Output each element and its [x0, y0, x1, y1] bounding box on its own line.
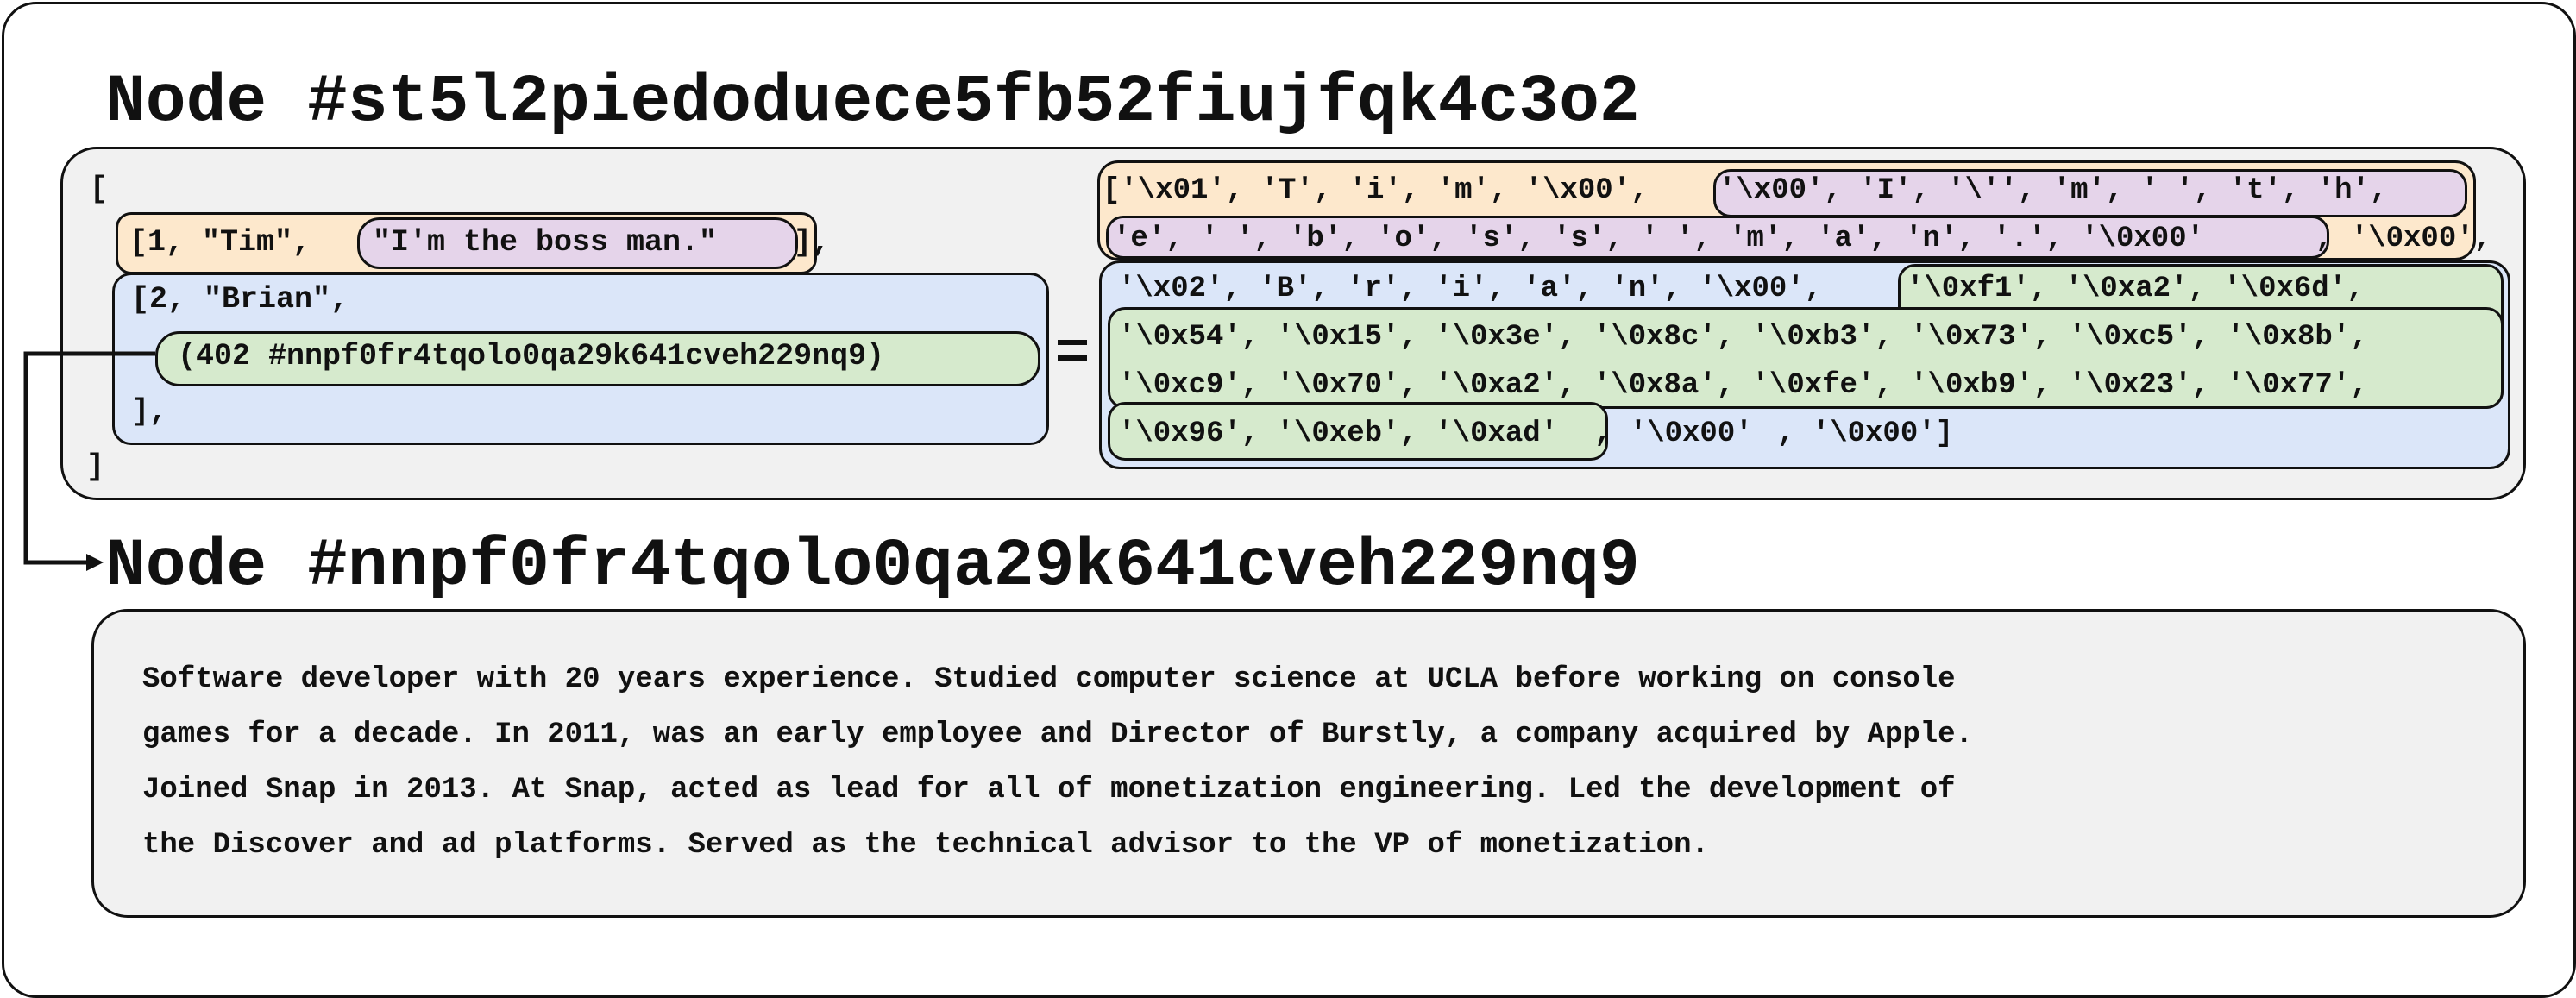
description-line: Software developer with 20 years experie…	[142, 663, 1956, 696]
list-open-bracket: [	[90, 172, 109, 206]
bytes-hash-box-bottom	[1108, 402, 1608, 461]
bytes-line1-b: '\x00', 'I', '\'', 'm', ' ', 't', 'h',	[1718, 174, 2388, 207]
row1-quote: "I'm the boss man."	[373, 225, 718, 260]
bytes-line3-a: '\x02', 'B', 'r', 'i', 'a', 'n', '\x00',	[1118, 273, 1823, 305]
bytes-line6-a: '\0x96', '\0xeb', '\0xad'	[1118, 417, 1559, 450]
bytes-line4: '\0x54', '\0x15', '\0x3e', '\0x8c', '\0x…	[1118, 321, 2368, 354]
bytes-quote-box-bottom	[1106, 216, 2329, 259]
bytes-line1-a: ['\x01', 'T', 'i', 'm', '\x00',	[1103, 174, 1649, 207]
row1-quote-box	[357, 217, 798, 269]
row1-prefix: [1, "Tim",	[129, 225, 311, 260]
description-line: the Discover and ad platforms. Served as…	[142, 829, 1709, 862]
row2-close: ],	[131, 394, 168, 429]
bytes-line6-b: , '\0x00'	[1594, 417, 1753, 450]
bytes-line5: '\0xc9', '\0x70', '\0xa2', '\0x8a', '\0x…	[1118, 369, 2368, 402]
row2-line1: [2, "Brian",	[131, 282, 349, 317]
node2-description: Software developer with 20 years experie…	[142, 652, 2515, 873]
row1-suffix: ],	[794, 225, 831, 260]
bytes-line6-c: , '\0x00']	[1777, 417, 1954, 450]
bytes-line2-a: 'e', ' ', 'b', 'o', 's', 's', ' ', 'm', …	[1113, 223, 2205, 255]
bytes-line2-b: , '\0x00',	[2315, 223, 2492, 255]
equals-sign	[1054, 335, 1090, 367]
description-line: games for a decade. In 2011, was an earl…	[142, 719, 1973, 751]
list-close-bracket: ]	[86, 449, 105, 484]
bytes-line3-b: '\0xf1', '\0xa2', '\0x6d',	[1907, 273, 2365, 305]
node1-title: Node #st5l2piedoduece5fb52fiujfqk4c3o2	[105, 65, 1640, 141]
node2-title: Node #nnpf0fr4tqolo0qa29k641cveh229nq9	[105, 529, 1640, 605]
row2-ref-box	[155, 331, 1040, 386]
bytes-hash-box-mid	[1108, 307, 2504, 409]
description-line: Joined Snap in 2013. At Snap, acted as l…	[142, 774, 1956, 807]
row2-ref: (402 #nnpf0fr4tqolo0qa29k641cveh229nq9)	[178, 339, 885, 373]
node2-panel	[91, 609, 2526, 918]
